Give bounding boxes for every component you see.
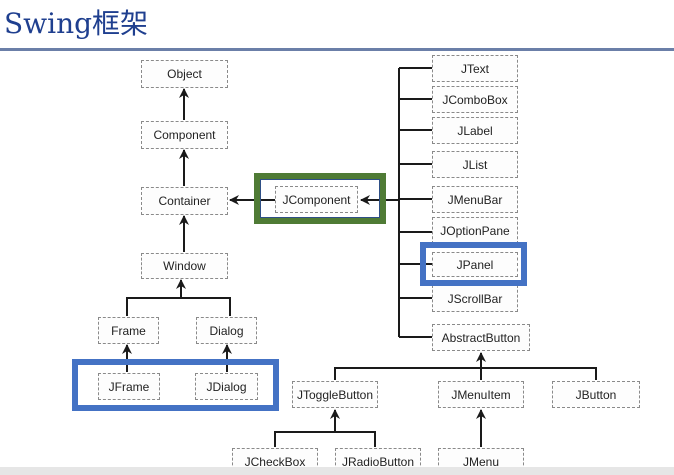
highlight-jpanel — [420, 242, 527, 286]
node-jdialog: JDialog — [195, 373, 258, 400]
node-frame: Frame — [98, 317, 159, 344]
node-dialog: Dialog — [196, 317, 257, 344]
node-container: Container — [141, 187, 228, 215]
node-jtogglebutton: JToggleButton — [292, 381, 378, 408]
bottom-scroll-strip — [0, 467, 674, 475]
node-jlabel: JLabel — [432, 117, 518, 144]
node-component: Component — [141, 121, 228, 149]
node-jscrollbar: JScrollBar — [432, 285, 518, 312]
link-jtogglebutton-children — [274, 431, 376, 447]
link-abstractbutton-children — [334, 367, 597, 380]
title-divider — [0, 48, 674, 51]
node-jlist: JList — [432, 151, 518, 178]
link-frame-window — [126, 297, 231, 316]
node-joptionpane: JOptionPane — [432, 217, 518, 244]
node-jmenuitem: JMenuItem — [438, 381, 524, 408]
node-jbutton: JButton — [552, 381, 640, 408]
highlight-jframe-jdialog — [72, 359, 279, 411]
node-jpanel: JPanel — [432, 252, 518, 277]
node-jtext: JText — [432, 55, 518, 82]
node-jframe: JFrame — [98, 373, 160, 400]
node-window: Window — [141, 253, 228, 279]
node-jcomponent: JComponent — [275, 186, 358, 213]
node-jcombobox: JComboBox — [432, 86, 518, 113]
node-jmenubar: JMenuBar — [432, 186, 518, 213]
highlight-jcomponent — [254, 173, 386, 224]
node-abstractbutton: AbstractButton — [432, 324, 530, 351]
page-title: Swing框架 — [4, 7, 149, 40]
node-object: Object — [141, 60, 228, 88]
